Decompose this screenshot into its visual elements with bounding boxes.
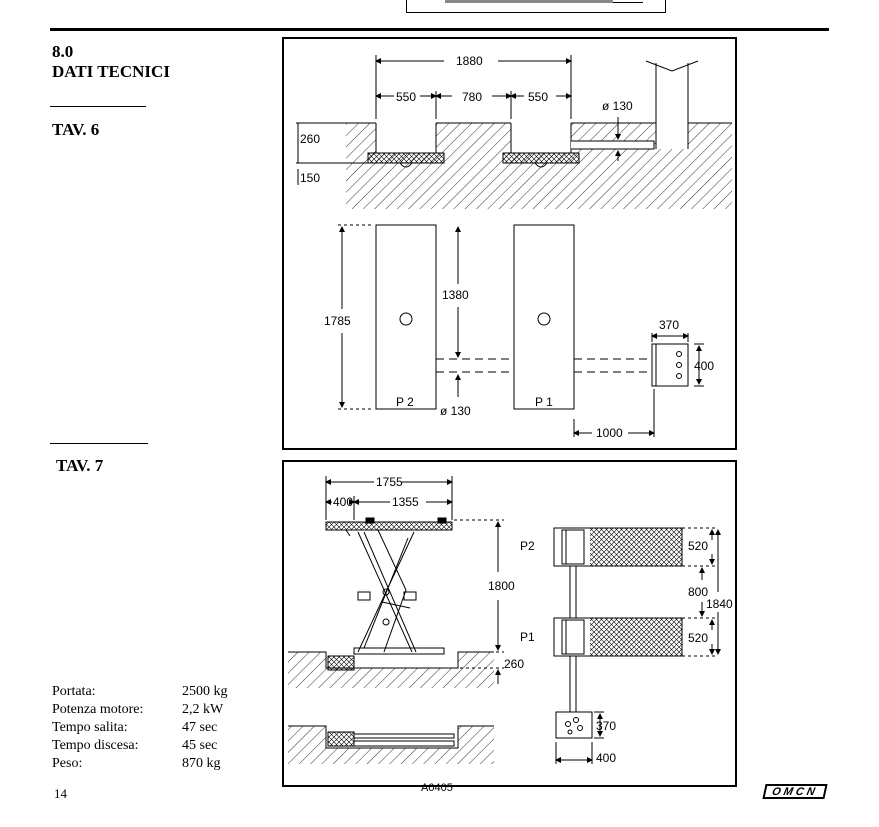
tav7-drawing: 1755 400 1355 1800 260 [282, 460, 737, 787]
platform-p2-label: P 2 [396, 395, 414, 409]
tav6-drawing: 1880 550 780 550 ø 130 260 150 [282, 37, 737, 450]
lowered-view [288, 725, 494, 764]
section-title: DATI TECNICI [52, 62, 170, 81]
spec-value: 47 sec [182, 720, 218, 735]
dim-w-bottom: 520 [688, 631, 708, 645]
spec-label: Tempo salita: [52, 720, 128, 735]
dim-unit-h: 370 [596, 719, 616, 733]
spec-label: Peso: [52, 756, 83, 771]
top-rule [50, 28, 829, 31]
dim-overall-width: 1880 [456, 54, 483, 68]
spec-value: 870 kg [182, 756, 221, 771]
spec-value: 2500 kg [182, 684, 228, 699]
spec-label: Portata: [52, 684, 96, 699]
dim-pipe-top: ø 130 [602, 99, 633, 113]
control-unit-tav7 [555, 711, 593, 739]
specs-table: Portata: 2500 kg Potenza motore: 2,2 kW … [52, 683, 252, 773]
dim-unit-w: 400 [596, 751, 616, 765]
side-elevation [288, 476, 504, 688]
tav6-label: TAV. 6 [52, 120, 100, 139]
platform-p2 [375, 224, 437, 410]
spec-label: Tempo discesa: [52, 738, 139, 753]
spec-row: Portata: 2500 kg [52, 683, 252, 701]
section-number: 8.0 [52, 42, 74, 61]
platform-p1-label: P 1 [535, 395, 553, 409]
platform-p1-label-tav7: P1 [520, 630, 535, 644]
divider-2 [50, 443, 148, 444]
header-box [406, 0, 666, 13]
dim-right: 1355 [392, 495, 419, 509]
dim-length: 1785 [324, 314, 351, 328]
dim-depth: 260 [300, 132, 320, 146]
dim-total: 1755 [376, 475, 403, 489]
plan-view-tav7 [553, 527, 721, 764]
dim-pipe-bottom: ø 130 [440, 404, 471, 418]
spec-value: 2,2 kW [182, 702, 224, 717]
dim-pit: 260 [504, 657, 524, 671]
divider-1 [50, 106, 146, 107]
platform-p1 [513, 224, 575, 410]
spec-row: Peso: 870 kg [52, 755, 252, 773]
top-dimensions [296, 55, 621, 185]
dim-between: 800 [688, 585, 708, 599]
dim-height: 1800 [488, 579, 515, 593]
dim-overall: 1840 [706, 597, 733, 611]
dim-unit-depth: 400 [694, 359, 714, 373]
drawing-code: A0405 [421, 782, 453, 794]
dim-unit-width: 370 [659, 318, 679, 332]
dim-pit-left: 550 [396, 90, 416, 104]
dim-base: 150 [300, 171, 320, 185]
dim-w-top: 520 [688, 539, 708, 553]
spec-row: Potenza motore: 2,2 kW [52, 701, 252, 719]
dim-gap: 780 [462, 90, 482, 104]
control-unit [651, 343, 689, 387]
dim-pit-right: 550 [528, 90, 548, 104]
dim-left: 400 [333, 495, 353, 509]
plan-view [338, 224, 704, 437]
dim-unit-distance: 1000 [596, 426, 623, 440]
spec-label: Potenza motore: [52, 702, 144, 717]
dim-partial: 1380 [442, 288, 469, 302]
spec-row: Tempo salita: 47 sec [52, 719, 252, 737]
ground-section [346, 60, 732, 209]
spec-row: Tempo discesa: 45 sec [52, 737, 252, 755]
tav7-label: TAV. 7 [56, 456, 104, 475]
logo-text: OMCN [770, 785, 820, 798]
platform-p2-label-tav7: P2 [520, 539, 535, 553]
omcn-logo: OMCN [762, 784, 828, 799]
page-number: 14 [54, 786, 67, 801]
spec-value: 45 sec [182, 738, 218, 753]
